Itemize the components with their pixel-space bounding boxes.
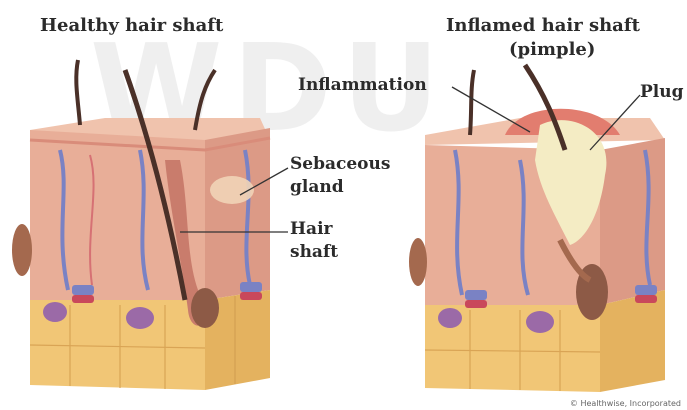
inflamed-title: Inflamed hair shaft xyxy=(446,16,640,35)
label-inflammation: Inflammation xyxy=(298,76,427,95)
label-plug: Plug xyxy=(640,83,684,102)
left-dermis-side xyxy=(205,128,270,300)
copyright-credit: © Healthwise, Incorporated xyxy=(570,399,681,408)
label-sebaceous-line1: Sebaceous xyxy=(290,155,390,174)
inflamed-skin-block xyxy=(409,65,665,392)
healthy-title: Healthy hair shaft xyxy=(40,16,223,35)
label-hair-line1: Hair xyxy=(290,220,333,239)
healthy-skin-block xyxy=(12,60,270,390)
label-hair-line2: shaft xyxy=(290,243,338,262)
left-hair-shaft-2 xyxy=(76,60,80,125)
left-hair-bulb xyxy=(191,288,219,328)
right-fat-side xyxy=(600,290,665,392)
inflamed-subtitle: (pimple) xyxy=(509,40,595,59)
label-sebaceous-line2: gland xyxy=(290,178,344,197)
right-dermis-side xyxy=(600,138,665,305)
left-sebaceous-gland xyxy=(210,176,254,204)
